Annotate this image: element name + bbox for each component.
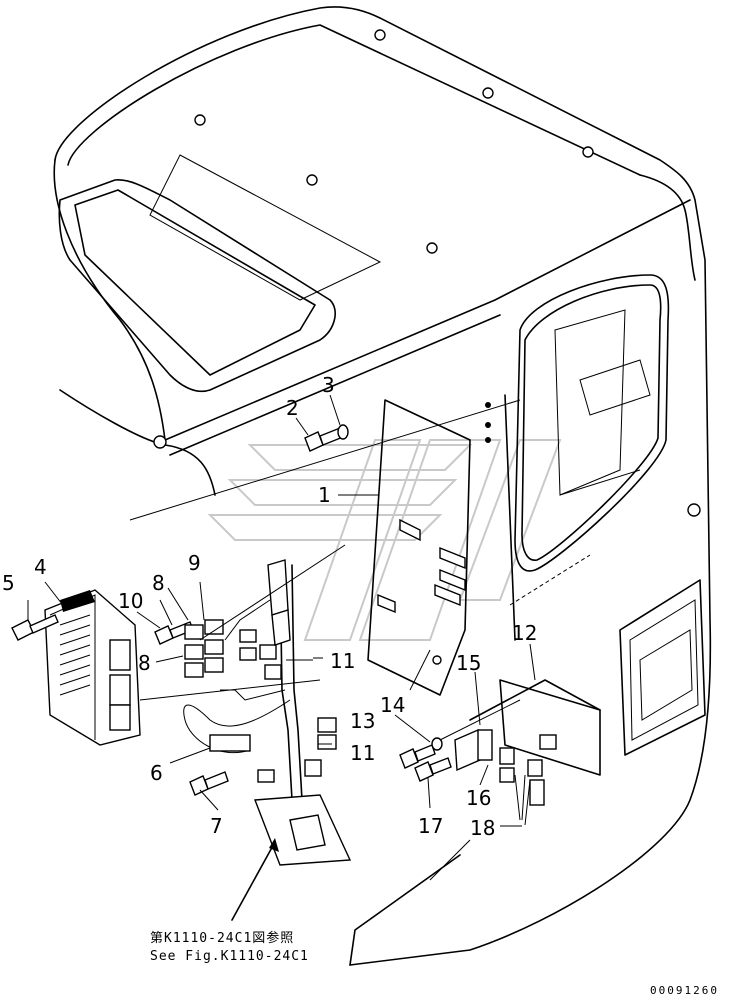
relays: [184, 619, 282, 680]
callout-15: 15: [456, 651, 481, 675]
reference-note: 第K1110-24C1図参照 See Fig.K1110-24C1: [150, 930, 309, 964]
callout-7: 7: [210, 814, 223, 838]
callout-8-lower: 8: [138, 651, 151, 675]
callout-1: 1: [318, 483, 331, 507]
callout-14: 14: [380, 693, 405, 717]
callout-4: 4: [34, 555, 47, 579]
leader-lines: [27, 394, 591, 921]
callout-2: 2: [286, 396, 299, 420]
bracket-plate: [367, 399, 491, 696]
bolts-right: [399, 737, 452, 782]
callout-10: 10: [118, 589, 143, 613]
callout-11-upper: 11: [330, 649, 355, 673]
reference-note-jp: 第K1110-24C1図参照: [150, 930, 294, 946]
callout-6: 6: [150, 761, 163, 785]
callout-9: 9: [188, 551, 201, 575]
callout-13: 13: [350, 709, 375, 733]
callout-18: 18: [470, 816, 495, 840]
callout-3: 3: [322, 373, 335, 397]
bolt-7: [189, 771, 229, 796]
controller-box: [44, 589, 141, 746]
callout-17: 17: [418, 814, 443, 838]
callouts: 1 2 3 4 5 6 7 8 8 9 10 11 11 12 13 14 15…: [2, 373, 537, 840]
drawing-code: 00091260: [650, 984, 719, 997]
callout-12: 12: [512, 621, 537, 645]
switches: [454, 728, 557, 826]
reference-note-en: See Fig.K1110-24C1: [150, 949, 309, 964]
callout-8-upper: 8: [152, 571, 165, 595]
cab-body: [53, 6, 712, 966]
wiring-harness: [183, 559, 352, 866]
callout-11-lower: 11: [350, 741, 375, 765]
callout-5: 5: [2, 571, 15, 595]
bolt-5: [11, 614, 59, 641]
bolt-2: [304, 424, 349, 452]
callout-16: 16: [466, 786, 491, 810]
plate-12: [469, 679, 601, 776]
